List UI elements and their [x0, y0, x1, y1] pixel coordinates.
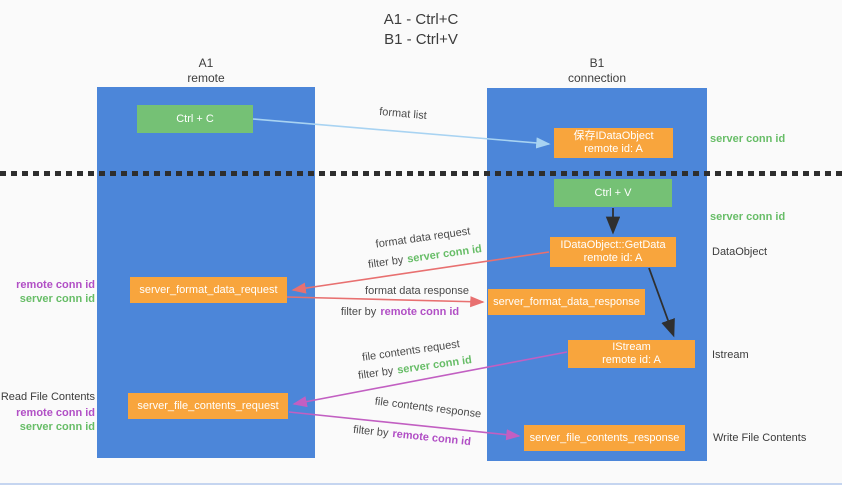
title-line-2: B1 - Ctrl+V	[384, 31, 458, 48]
node-save-idataobject-line1: 保存IDataObject	[573, 130, 654, 142]
lane-b1-name: B1	[589, 56, 605, 70]
filter-remote-conn-id: remote conn id	[380, 306, 460, 318]
label-istream: Istream	[712, 349, 749, 361]
lane-a1-name: A1	[198, 56, 214, 70]
filter-by-text: filter by	[357, 365, 395, 382]
node-server-format-data-request: server_format_data_request	[130, 277, 287, 303]
bottom-edge-line	[0, 483, 842, 485]
label-format-data-response: format data response	[365, 285, 469, 297]
label-write-file-contents: Write File Contents	[713, 432, 807, 444]
node-istream-line2: remote id: A	[602, 354, 661, 366]
node-file-request-label: server_file_contents_request	[137, 399, 279, 412]
lane-b1-role: connection	[567, 71, 627, 85]
lane-header-b1: B1 connection	[487, 56, 707, 86]
node-ctrl-c-label: Ctrl + C	[176, 112, 214, 125]
label-file-contents-response: file contents response	[374, 395, 482, 421]
node-save-idataobject-line2: remote id: A	[584, 143, 643, 155]
node-server-file-contents-request: server_file_contents_request	[128, 393, 288, 419]
dashed-separator	[0, 171, 842, 176]
node-getdata-line2: remote id: A	[583, 252, 643, 264]
diagram-title: A1 - Ctrl+C B1 - Ctrl+V	[0, 10, 842, 50]
node-ctrl-v-label: Ctrl + V	[594, 186, 632, 199]
label-dataobject: DataObject	[712, 246, 768, 258]
node-server-format-data-response: server_format_data_response	[488, 289, 645, 315]
filter-remote-conn-id: remote conn id	[391, 427, 472, 449]
node-ctrl-v: Ctrl + V	[554, 179, 672, 207]
label-server-conn-id-top: server conn id	[710, 133, 786, 145]
node-save-idataobject: 保存IDataObject remote id: A	[554, 128, 673, 158]
label-server-conn-id-mid: server conn id	[710, 211, 786, 223]
label-remote-conn-id-1: remote conn id	[16, 279, 95, 291]
lane-header-a1: A1 remote	[97, 56, 315, 86]
node-server-file-contents-response: server_file_contents_response	[524, 425, 685, 451]
label-read-file-contents: Read File Contents	[0, 391, 95, 403]
node-istream-line1: IStream	[612, 341, 651, 353]
label-server-conn-id-1: server conn id	[19, 293, 95, 305]
filter-server-conn-id: server conn id	[406, 243, 483, 266]
lane-a1-role: remote	[187, 71, 225, 85]
node-file-response-label: server_file_contents_response	[529, 431, 680, 444]
node-format-response-label: server_format_data_response	[493, 295, 640, 308]
filter-by-text: filter by	[367, 254, 405, 271]
node-getdata-line1: IDataObject::GetData	[560, 239, 666, 251]
filter-by-text: filter by	[340, 306, 377, 318]
node-idataobject-getdata: IDataObject::GetData remote id: A	[550, 237, 676, 267]
title-line-1: A1 - Ctrl+C	[383, 11, 459, 28]
node-istream: IStream remote id: A	[568, 340, 695, 368]
filter-by-text: filter by	[352, 423, 390, 440]
arrow-format-data-response	[286, 296, 485, 308]
node-ctrl-c: Ctrl + C	[137, 105, 253, 133]
label-server-conn-id-2: server conn id	[19, 421, 95, 433]
node-format-request-label: server_format_data_request	[139, 283, 278, 296]
label-format-list: format list	[378, 105, 428, 123]
label-remote-conn-id-2: remote conn id	[16, 407, 95, 419]
